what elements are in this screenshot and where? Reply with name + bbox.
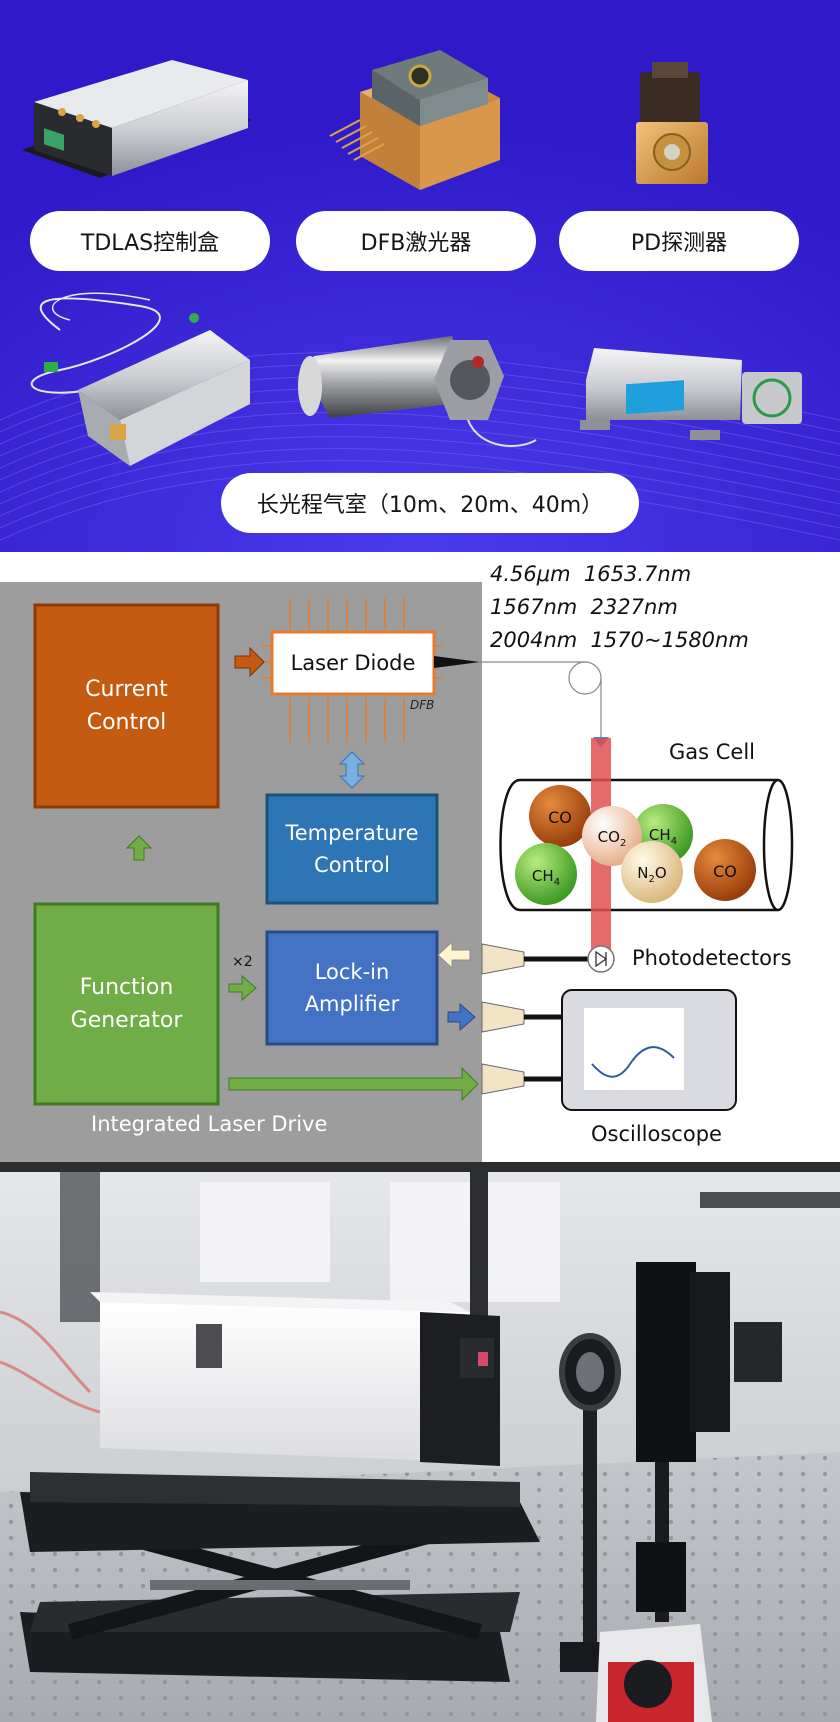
x2-arrow — [228, 974, 257, 1002]
photodetectors-label: Photodetectors — [632, 946, 792, 970]
laser-diode-label: Laser Diode — [290, 651, 416, 675]
oscilloscope-waveform — [591, 1046, 675, 1078]
system-diagram: CO CH4 CH4 CO2 N2O CO 4.56μm 1653.7nm 15… — [0, 552, 840, 1162]
molecule-ch4-b-label: CH4 — [649, 826, 677, 847]
fiber-coil — [568, 661, 602, 695]
gas-cell-label: 长光程气室（10m、20m、40m） — [221, 473, 639, 533]
laser-diode-fins — [262, 598, 442, 742]
dfb-tag: DFB — [410, 698, 435, 712]
lab-photo-artwork — [0, 1162, 840, 1722]
function-to-current-arrow — [125, 835, 153, 861]
lock-in-box — [265, 930, 439, 1046]
products-artwork — [0, 0, 840, 552]
pd-detector-label: PD探测器 — [559, 211, 799, 271]
lock-in-label: Lock-in Amplifier — [304, 960, 400, 1016]
molecule-n2o — [621, 841, 683, 903]
photodetector-to-lockin-arrow — [437, 940, 471, 970]
function-generator-box — [33, 902, 220, 1106]
current-control-box — [33, 603, 220, 809]
tdlas-box-image — [22, 60, 252, 178]
photodetector-icon — [587, 945, 615, 973]
molecule-co-a-label: CO — [548, 808, 572, 827]
molecule-ch4-a-label: CH4 — [532, 867, 560, 888]
compact-gas-cell-image — [30, 292, 250, 466]
oscilloscope-screen — [584, 1008, 684, 1090]
current-to-laser-arrow — [234, 646, 265, 678]
dfb-laser-image — [329, 50, 500, 190]
diagram-drawing: CO CH4 CH4 CO2 N2O CO — [0, 582, 794, 1162]
gas-cell-title: Gas Cell — [669, 740, 756, 764]
molecule-co-b-label: CO — [713, 862, 737, 881]
lockin-to-oscilloscope-arrow — [447, 1002, 476, 1032]
oscilloscope-label: Oscilloscope — [591, 1122, 722, 1146]
molecule-n2o-label: N2O — [637, 864, 666, 885]
laser-temperature-arrow — [338, 751, 366, 789]
current-control-label: Current Control — [85, 677, 168, 735]
molecule-co2-label: CO2 — [598, 828, 627, 849]
molecule-co-a — [529, 785, 591, 847]
temperature-control-label: Temperature Control — [285, 821, 419, 877]
wavelength-line-2: 1567nm 2327nm — [490, 595, 678, 619]
molecule-co2 — [582, 806, 642, 866]
wavelength-line-3: 2004nm 1570~1580nm — [490, 628, 749, 652]
times-two-label: ×2 — [232, 954, 253, 970]
products-panel: TDLAS控制盒 DFB激光器 PD探测器 长光程气室（10m、20m、40m） — [0, 0, 840, 552]
tdlas-box-label: TDLAS控制盒 — [30, 211, 270, 271]
temperature-control-box — [265, 793, 439, 905]
long-gas-cell-image — [298, 336, 537, 447]
dfb-laser-label: DFB激光器 — [296, 211, 536, 271]
bnc-connectors — [481, 943, 592, 1095]
wavelength-line-1: 4.56μm 1653.7nm — [490, 562, 692, 586]
molecule-ch4-a — [515, 843, 577, 905]
pd-detector-image — [636, 62, 708, 184]
wavelength-list: 4.56μm 1653.7nm 1567nm 2327nm 2004nm 157… — [490, 558, 835, 657]
function-to-oscilloscope-arrow — [228, 1066, 479, 1102]
molecule-co-b — [694, 839, 756, 901]
laser-output-tip — [434, 656, 480, 668]
integrated-laser-drive-label: Integrated Laser Drive — [91, 1112, 328, 1136]
lab-photo — [0, 1162, 840, 1722]
box-gas-cell-image — [580, 348, 802, 440]
function-generator-label: Function Generator — [70, 975, 183, 1033]
